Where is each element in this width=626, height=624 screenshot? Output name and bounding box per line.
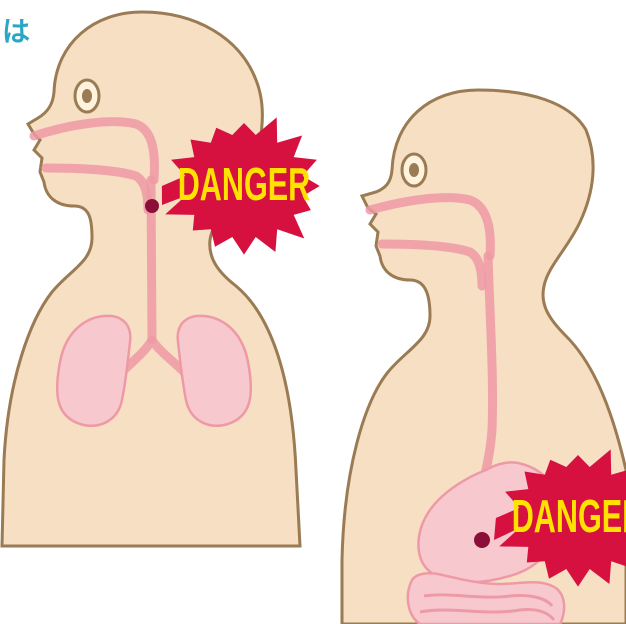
- left-figure: [2, 12, 300, 546]
- airway-object-dot: [145, 199, 159, 213]
- danger-label-airway: DANGER: [178, 160, 311, 211]
- left-pupil: [82, 89, 92, 103]
- right-pupil: [409, 163, 419, 177]
- danger-label-stomach: DANGER: [512, 492, 626, 543]
- stomach-object-dot: [474, 532, 490, 548]
